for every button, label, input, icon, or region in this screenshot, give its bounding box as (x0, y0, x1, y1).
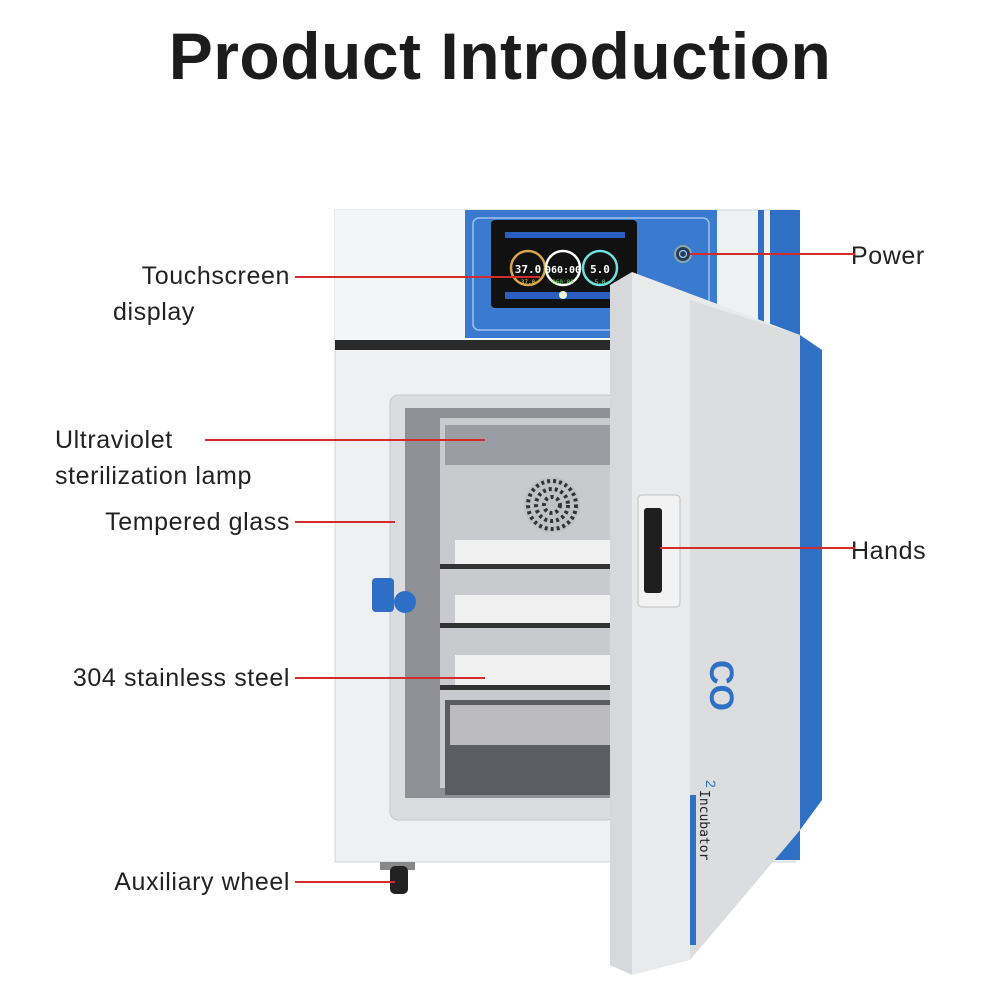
callout-line-power (690, 253, 855, 255)
label-uv-lamp: Ultraviolet sterilization lamp (55, 422, 252, 494)
label-touchscreen: Touchscreen display (60, 258, 290, 330)
shelves (440, 540, 615, 795)
temperature-reading: 37.0 (515, 263, 542, 276)
door-latch (372, 578, 416, 613)
svg-text:060:00: 060:00 (552, 279, 574, 286)
callout-line-glass (295, 521, 395, 523)
open-door: CO 2 Incubator (610, 272, 822, 975)
svg-text:Incubator: Incubator (696, 790, 711, 861)
power-button-icon[interactable] (674, 245, 692, 263)
callout-line-hands (660, 547, 855, 549)
callout-line-steel (295, 677, 485, 679)
time-reading: 060:00 (545, 265, 581, 276)
label-hands: Hands (851, 537, 927, 565)
callout-line-uv-lamp (205, 439, 485, 441)
page-title: Product Introduction (168, 19, 832, 93)
label-line: sterilization lamp (55, 462, 252, 490)
label-line: Touchscreen (141, 262, 290, 290)
label-power: Power (851, 242, 925, 270)
svg-text:5.0: 5.0 (595, 279, 606, 286)
co2-reading: 5.0 (590, 263, 610, 276)
label-tempered-glass: Tempered glass (105, 508, 290, 536)
label-line: Ultraviolet (55, 426, 173, 454)
callout-line-wheel (295, 881, 395, 883)
svg-text:CO: CO (702, 660, 740, 711)
callout-line-touchscreen (295, 276, 540, 278)
auxiliary-wheel (380, 862, 415, 894)
svg-text:37.0: 37.0 (521, 279, 536, 286)
svg-text:2: 2 (703, 780, 719, 788)
label-stainless-steel: 304 stainless steel (72, 664, 290, 692)
label-auxiliary-wheel: Auxiliary wheel (114, 868, 290, 896)
fan-grille (524, 477, 580, 533)
label-line: display (113, 298, 196, 326)
